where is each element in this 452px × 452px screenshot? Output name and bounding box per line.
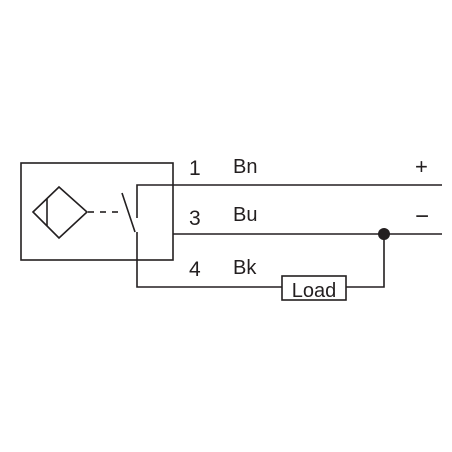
- switch-fixed-contact: [136, 184, 172, 218]
- negative-terminal-label: −: [415, 203, 429, 230]
- switch-blade: [121, 192, 136, 233]
- pin-1-label: 1: [189, 157, 201, 180]
- wire-1-brown: 1 Bn +: [172, 154, 442, 186]
- wire-3-color-label: Bu: [233, 204, 257, 226]
- load: Load: [281, 228, 390, 302]
- wire-4-black: 4 Bk: [136, 232, 282, 288]
- load-return-wire: [346, 234, 385, 288]
- pin-3-label: 3: [189, 207, 201, 230]
- sensor-housing: [20, 162, 174, 261]
- load-label: Load: [292, 280, 337, 302]
- wire-4-color-label: Bk: [233, 257, 257, 279]
- load-box: [281, 275, 347, 301]
- wire-3-blue: 3 Bu −: [173, 203, 442, 235]
- pin-4-label: 4: [189, 258, 201, 281]
- wire-1-color-label: Bn: [233, 156, 257, 178]
- proximity-sensor-icon: [31, 185, 118, 240]
- junction-dot: [378, 228, 390, 240]
- wire-4-line: [136, 232, 282, 288]
- switch-contact-icon: [121, 184, 172, 233]
- positive-terminal-label: +: [415, 154, 428, 179]
- sensor-body: [20, 162, 174, 261]
